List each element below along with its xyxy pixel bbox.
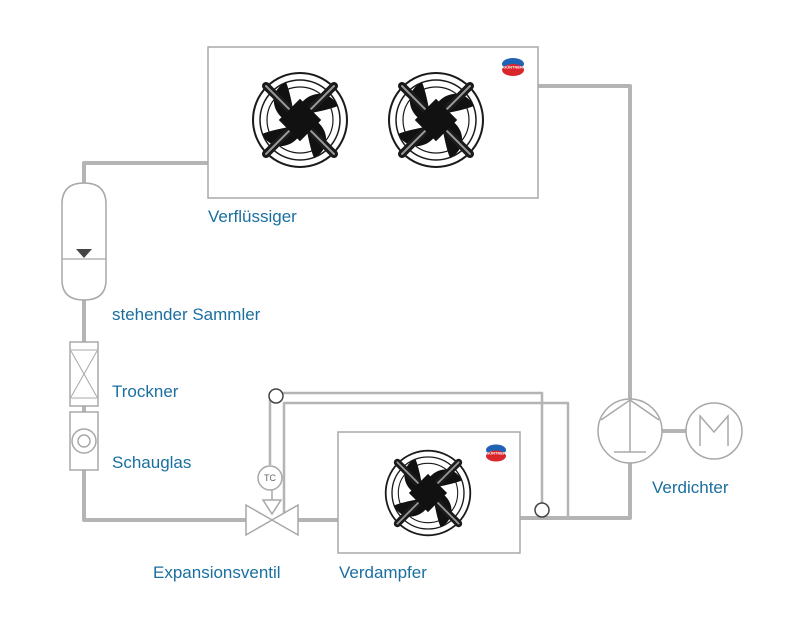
motor [685,402,743,460]
piping [82,84,686,522]
condenser-housing [207,46,539,199]
sight-glass [69,411,99,471]
equalizer-line [282,401,570,520]
sight-glass-inner [77,434,91,448]
receiver-vessel [61,182,107,301]
dryer [69,341,99,407]
compressor-label: Verdichter [652,478,729,497]
sensing-lines [268,391,570,520]
sight-glass-label: Schauglas [112,453,192,472]
capillary-line [268,391,544,503]
sight-glass-outer [71,428,97,454]
compressor-symbol [600,399,660,453]
valve-body [245,503,299,537]
receiver [61,182,107,301]
fan-icon [386,451,471,536]
pipe-evaporator-to-compressor [520,460,632,520]
brand-logo: GÜNTNER [486,444,506,462]
capillary-end-circle [268,388,284,404]
expansion-valve-label: Expansionsventil [153,563,281,582]
valve-actuator [261,499,283,516]
compressor [597,398,663,464]
thermostat-bulb [257,465,283,491]
pipe-condenser-to-receiver [82,161,208,185]
dryer-cross [70,350,98,398]
motor-symbol-icon [699,414,729,446]
brand-logo: GÜNTNER [502,58,524,76]
pipe-compressor-to-condenser [538,84,632,403]
thermostat-tag: TC [264,473,276,483]
brand-logo-text: GÜNTNER [486,451,506,456]
condenser-label: Verflüssiger [208,207,297,226]
brand-logo-text: GÜNTNER [503,65,523,70]
condenser: GÜNTNER [207,46,539,199]
fan-icon [389,73,483,167]
pipe-sightglass-to-valve [82,470,246,522]
dryer-label: Trockner [112,382,179,401]
fan-icon [253,73,347,167]
evaporator-label: Verdampfer [339,563,427,582]
receiver-label: stehender Sammler [112,305,261,324]
evaporator: GÜNTNER [337,431,521,554]
expansion-valve: TC [245,465,299,537]
sensor-bulb-circle [534,502,550,518]
sight-glass-housing [69,411,99,471]
level-triangle-icon [76,249,92,258]
